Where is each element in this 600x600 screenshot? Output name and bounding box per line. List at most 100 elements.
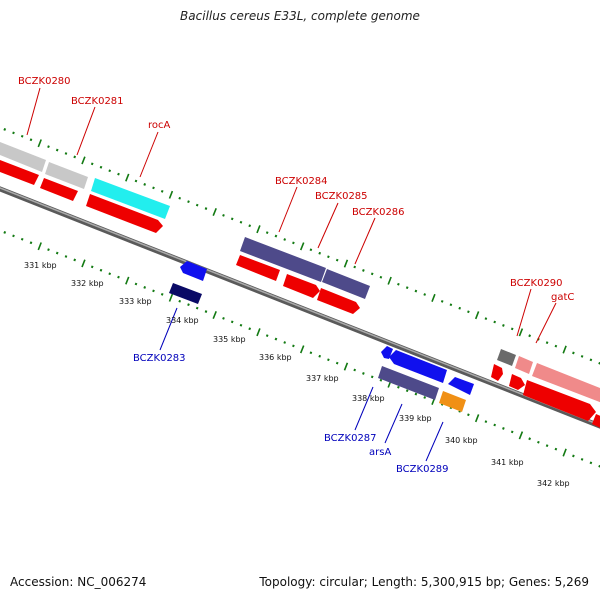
minor-tick: [12, 234, 15, 238]
major-tick: [562, 345, 567, 354]
minor-tick: [99, 268, 103, 272]
minor-tick: [467, 413, 470, 417]
gene-arrow-bczk0284[interactable]: [236, 255, 280, 281]
gene-arrow-small-1[interactable]: [491, 364, 503, 381]
gene-arrow-bczk0283[interactable]: [180, 261, 207, 281]
minor-tick: [160, 292, 164, 296]
gene-label-bczk0284[interactable]: BCZK0284: [275, 176, 328, 187]
minor-tick: [589, 358, 593, 362]
major-tick: [562, 448, 567, 457]
minor-tick: [187, 303, 190, 307]
major-tick: [431, 293, 436, 302]
minor-tick: [353, 368, 357, 372]
gene-arrow-bczk0281[interactable]: [40, 178, 78, 201]
gene-arrow-edge[interactable]: [592, 414, 600, 430]
minor-tick: [117, 172, 120, 176]
minor-tick: [134, 179, 138, 183]
gene-label-bczk0281[interactable]: BCZK0281: [71, 96, 124, 107]
gene-arrow-bczk0286[interactable]: [317, 288, 360, 314]
minor-tick: [134, 282, 138, 286]
minor-tick: [239, 220, 243, 224]
major-tick: [474, 311, 480, 320]
minor-tick: [283, 238, 287, 241]
gene-bczk0285[interactable]: [322, 269, 370, 299]
gene-grey-small[interactable]: [497, 349, 516, 366]
minor-tick: [108, 169, 112, 173]
minor-tick: [265, 334, 269, 337]
gene-label-bczk0290[interactable]: BCZK0290: [510, 278, 563, 289]
gene-label-bczk0285[interactable]: BCZK0285: [315, 191, 368, 202]
minor-tick: [327, 255, 330, 259]
minor-tick: [335, 361, 339, 365]
minor-tick: [502, 324, 505, 327]
gene-arrow-small-rev[interactable]: [381, 346, 393, 359]
accession-text: Accession: NC_006274: [10, 575, 147, 589]
genome-backbone-highlight: [0, 187, 600, 426]
minor-tick: [99, 165, 103, 169]
genome-info-text: Topology: circular; Length: 5,300,915 bp…: [259, 575, 589, 589]
minor-tick: [152, 289, 155, 293]
minor-tick: [108, 272, 112, 276]
major-tick: [125, 173, 130, 182]
major-tick: [81, 156, 86, 165]
major-tick: [212, 207, 217, 217]
minor-tick: [572, 351, 575, 355]
minor-tick: [362, 269, 365, 272]
minor-tick: [318, 354, 322, 358]
forward-genes: [0, 142, 600, 430]
gene-bczk0283[interactable]: [169, 283, 202, 304]
minor-tick: [55, 148, 59, 152]
gene-label-bczk0289[interactable]: BCZK0289: [396, 464, 449, 475]
minor-tick: [318, 251, 322, 255]
gene-label-bczk0286[interactable]: BCZK0286: [352, 207, 405, 218]
gene-arrow-small-2[interactable]: [509, 374, 525, 390]
gene-roca[interactable]: [91, 178, 170, 219]
gene-label-bczk0287[interactable]: BCZK0287: [324, 433, 377, 444]
minor-tick: [143, 286, 147, 289]
gene-label-arsa[interactable]: arsA: [369, 447, 391, 458]
major-tick: [343, 362, 349, 371]
gene-bczk0280[interactable]: [0, 142, 46, 172]
gene-arrow-bczk0285[interactable]: [283, 274, 320, 298]
minor-tick: [248, 224, 252, 228]
major-tick: [474, 414, 480, 423]
gene-bczk0281[interactable]: [45, 162, 88, 189]
gene-bczk0290[interactable]: [515, 356, 533, 374]
gene-bczk0289[interactable]: [439, 391, 466, 412]
kbp-label: 341 kbp: [491, 458, 524, 467]
gene-label-gatc[interactable]: gatC: [551, 292, 574, 303]
major-tick: [256, 328, 261, 337]
gene-label-bczk0280[interactable]: BCZK0280: [18, 76, 71, 87]
minor-tick: [3, 231, 7, 234]
minor-tick: [458, 306, 462, 310]
kbp-label: 332 kbp: [71, 279, 104, 288]
gene-arrow-roca[interactable]: [86, 194, 163, 233]
minor-tick: [405, 389, 409, 393]
minor-tick: [440, 300, 444, 303]
gene-arrow-bczk0287[interactable]: [389, 350, 447, 383]
minor-tick: [414, 392, 418, 396]
kbp-label: 338 kbp: [352, 394, 385, 403]
gene-arrow-bczk0289[interactable]: [448, 377, 474, 395]
kbp-label: 336 kbp: [259, 353, 292, 362]
minor-tick: [90, 162, 94, 166]
minor-tick: [283, 341, 287, 344]
minor-tick: [117, 275, 120, 279]
gene-label-roca[interactable]: rocA: [148, 120, 171, 131]
gene-gatc[interactable]: [532, 363, 600, 404]
minor-tick: [265, 231, 269, 234]
forward-gene-labels: BCZK0280 BCZK0281 rocA BCZK0284 BCZK0285…: [18, 76, 574, 303]
minor-tick: [55, 251, 59, 255]
gene-label-bczk0283[interactable]: BCZK0283: [133, 353, 186, 364]
kbp-label: 337 kbp: [306, 374, 339, 383]
gene-arsa[interactable]: [378, 366, 439, 400]
gene-bczk0284[interactable]: [240, 237, 326, 282]
minor-tick: [423, 293, 427, 296]
gene-arrow-gatc[interactable]: [523, 380, 596, 421]
minor-tick: [230, 217, 234, 221]
minor-tick: [292, 241, 295, 245]
gene-arrow-bczk0280[interactable]: [0, 160, 39, 185]
minor-tick: [152, 186, 155, 190]
minor-tick: [554, 447, 558, 451]
